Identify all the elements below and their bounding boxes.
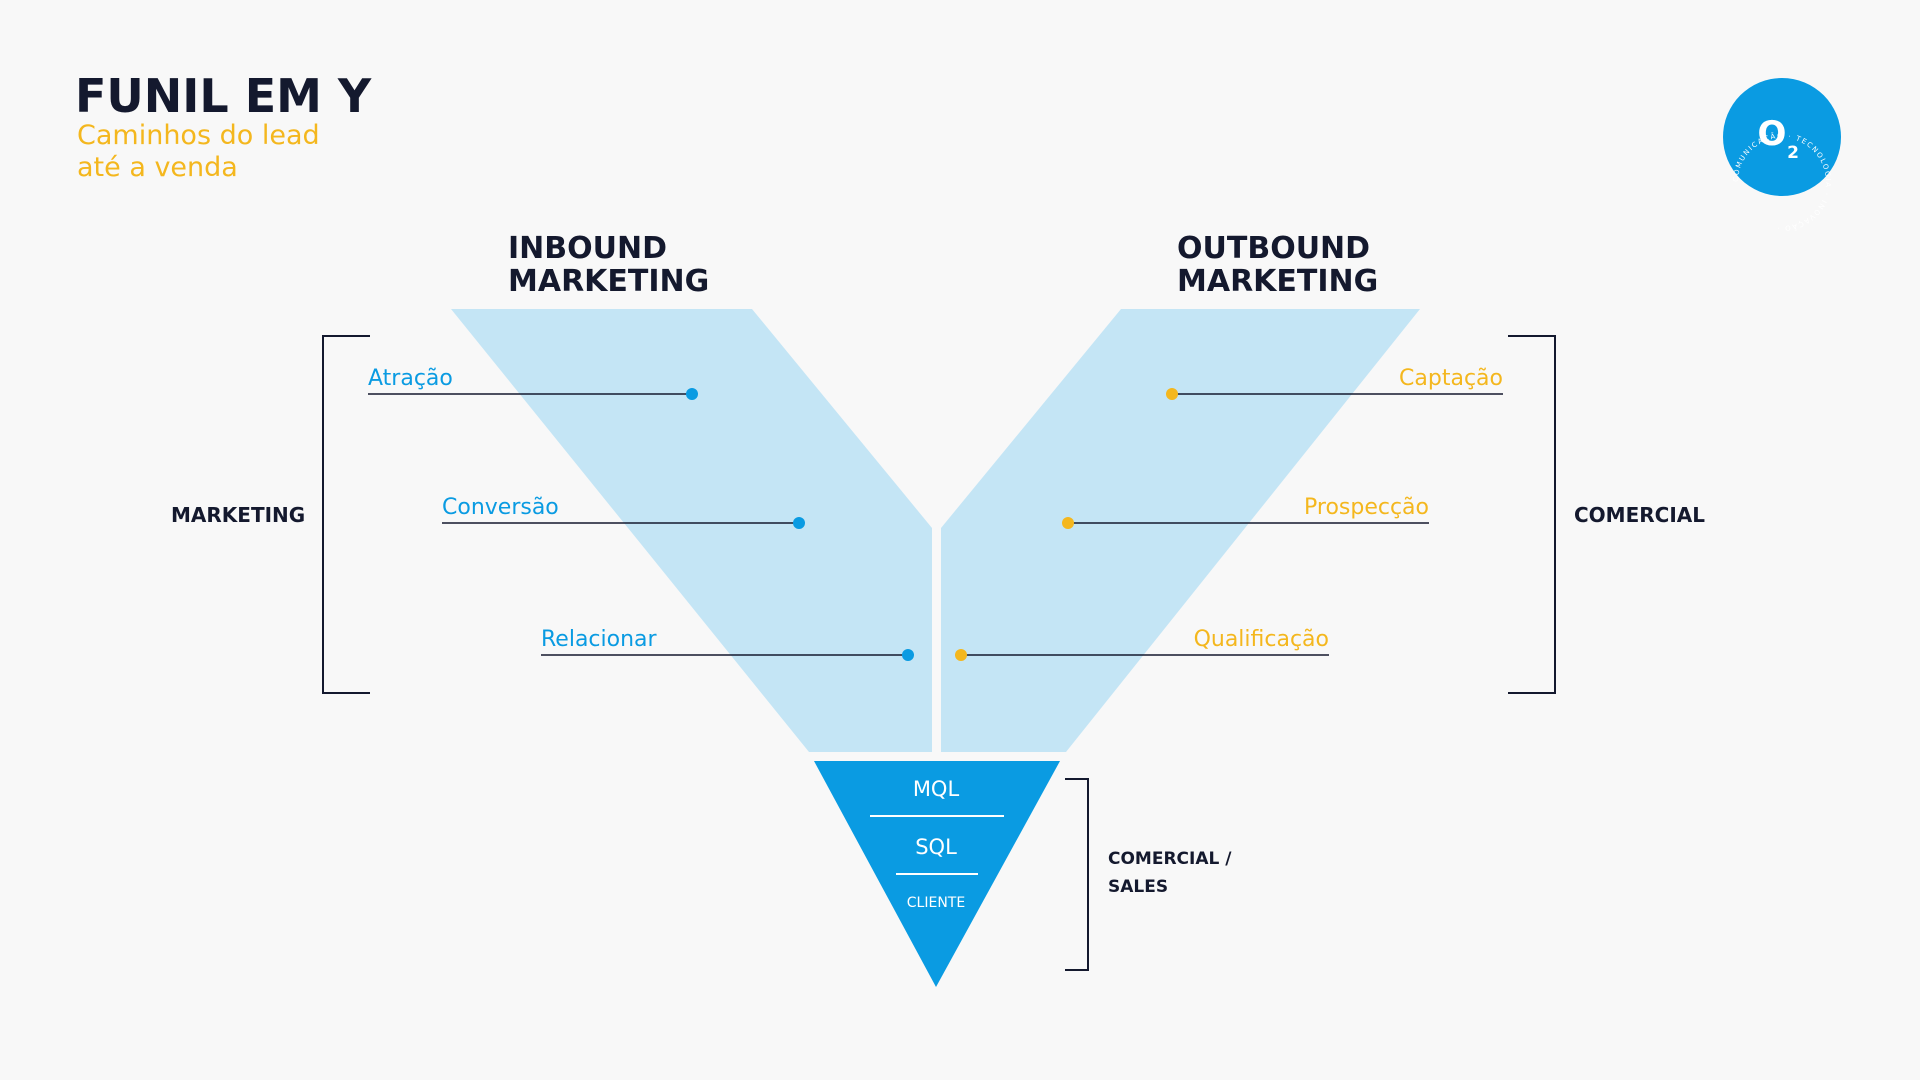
inbound-funnel-arm: [451, 309, 932, 752]
marketing-bracket: [322, 335, 370, 694]
brand-logo: COMUNICAÇÃO · TECNOLOGIA · INOVAÇÃO · O …: [1723, 78, 1841, 232]
stage-marker-dot: [955, 649, 967, 661]
stage-marker-dot: [793, 517, 805, 529]
outbound-funnel-arm: [941, 309, 1420, 752]
sales-bracket: [1065, 778, 1089, 971]
sales-bracket-label-line2: SALES: [1108, 877, 1168, 897]
page-title: FUNIL EM Y: [75, 69, 372, 123]
funnel-level-mql: MQL: [913, 777, 960, 801]
marketing-bracket-label: MARKETING: [171, 503, 305, 527]
stage-label: Conversão: [442, 495, 559, 520]
logo-circle: [1723, 78, 1841, 196]
page-subtitle-line1: Caminhos do lead: [77, 120, 320, 151]
outbound-stage-prospeccao: Prospecção: [1062, 495, 1429, 529]
outbound-stage-qualificacao: Qualificação: [955, 627, 1329, 661]
inbound-heading-line1: INBOUND: [508, 231, 667, 266]
sales-bracket-label-line1: COMERCIAL /: [1108, 849, 1232, 869]
logo-mark-sub: 2: [1787, 143, 1799, 163]
stage-label: Atração: [368, 366, 453, 391]
inbound-stage-conversao: Conversão: [442, 495, 805, 529]
stage-label: Relacionar: [541, 627, 658, 652]
stage-label: Prospecção: [1304, 495, 1429, 520]
stage-label: Qualificação: [1194, 627, 1329, 652]
outbound-heading-line2: MARKETING: [1177, 264, 1378, 299]
stage-marker-dot: [1062, 517, 1074, 529]
outbound-heading-line1: OUTBOUND: [1177, 231, 1370, 266]
funnel-level-sql: SQL: [915, 835, 957, 859]
funnel-level-cliente: CLIENTE: [907, 895, 965, 911]
inbound-stage-atracao: Atração: [368, 366, 698, 400]
outbound-stage-captacao: Captação: [1166, 366, 1503, 400]
inbound-stage-relacionar: Relacionar: [541, 627, 914, 661]
comercial-bracket-label: COMERCIAL: [1574, 503, 1705, 527]
stage-marker-dot: [1166, 388, 1178, 400]
inbound-heading-line2: MARKETING: [508, 264, 709, 299]
stage-label: Captação: [1399, 366, 1503, 391]
stage-marker-dot: [686, 388, 698, 400]
page-subtitle-line2: até a venda: [77, 152, 238, 183]
logo-mark: O: [1758, 114, 1787, 154]
stage-marker-dot: [902, 649, 914, 661]
comercial-bracket: [1508, 335, 1556, 694]
